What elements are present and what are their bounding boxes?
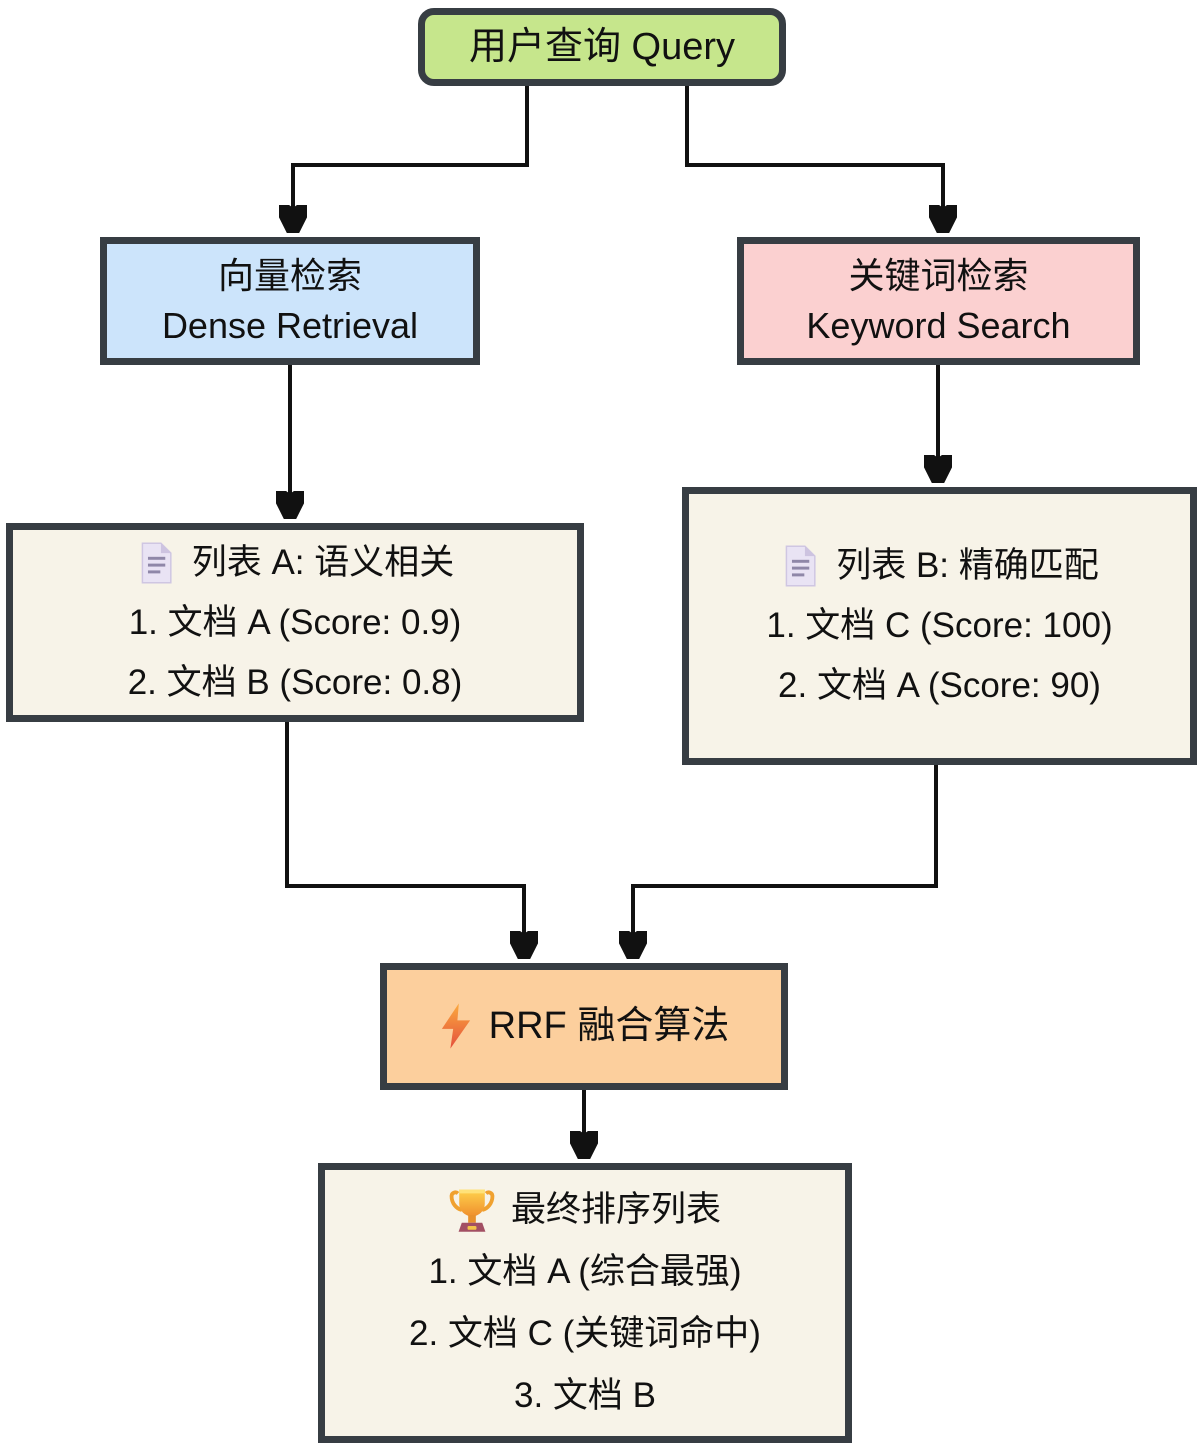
final-item-1: 1. 文档 A (综合最强) [428, 1252, 742, 1291]
list-a-item-2: 2. 文档 B (Score: 0.8) [127, 662, 463, 702]
rrf-label: RRF 融合算法 [488, 1005, 730, 1048]
document-icon [136, 541, 176, 584]
list-b-item-1: 1. 文档 C (Score: 100) [766, 606, 1113, 645]
final-title: 最终排序列表 [510, 1190, 721, 1229]
node-dense-retrieval: 向量检索 Dense Retrieval [100, 237, 480, 365]
node-list-a: 列表 A: 语义相关 1. 文档 A (Score: 0.9) 2. 文档 B … [6, 523, 584, 722]
node-user-query: 用户查询 Query [418, 8, 786, 86]
edge-query-to-keyword [685, 86, 943, 230]
dense-retrieval-label-cn: 向量检索 [217, 254, 362, 296]
list-b-title: 列表 B: 精确匹配 [836, 546, 1099, 585]
keyword-search-label-cn: 关键词检索 [848, 254, 1029, 296]
document-icon [780, 545, 820, 587]
node-keyword-search: 关键词检索 Keyword Search [737, 237, 1140, 365]
node-final-ranking: 最终排序列表 1. 文档 A (综合最强) 2. 文档 C (关键词命中) 3.… [318, 1163, 852, 1443]
keyword-search-label-en: Keyword Search [806, 305, 1071, 346]
node-list-b: 列表 B: 精确匹配 1. 文档 C (Score: 100) 2. 文档 A … [682, 487, 1197, 765]
list-b-item-2: 2. 文档 A (Score: 90) [778, 666, 1101, 705]
dense-retrieval-label-en: Dense Retrieval [161, 305, 419, 346]
edge-lista-to-rrf [285, 722, 524, 956]
user-query-label: 用户查询 Query [468, 25, 736, 68]
final-title-row: 最终排序列表 [449, 1179, 721, 1241]
edge-query-to-dense [293, 86, 529, 230]
trophy-icon [449, 1187, 495, 1233]
list-a-title: 列表 A: 语义相关 [191, 542, 455, 582]
list-b-title-row: 列表 B: 精确匹配 [780, 536, 1099, 596]
final-item-2: 2. 文档 C (关键词命中) [409, 1314, 761, 1353]
edge-listb-to-rrf [633, 765, 938, 956]
rrf-title-row: RRF 融合算法 [439, 997, 730, 1056]
node-rrf-fusion: RRF 融合算法 [380, 963, 788, 1090]
final-item-3: 3. 文档 B [514, 1376, 656, 1415]
lightning-icon [439, 1002, 473, 1050]
list-a-item-1: 1. 文档 A (Score: 0.9) [128, 602, 462, 642]
list-a-title-row: 列表 A: 语义相关 [136, 533, 455, 593]
